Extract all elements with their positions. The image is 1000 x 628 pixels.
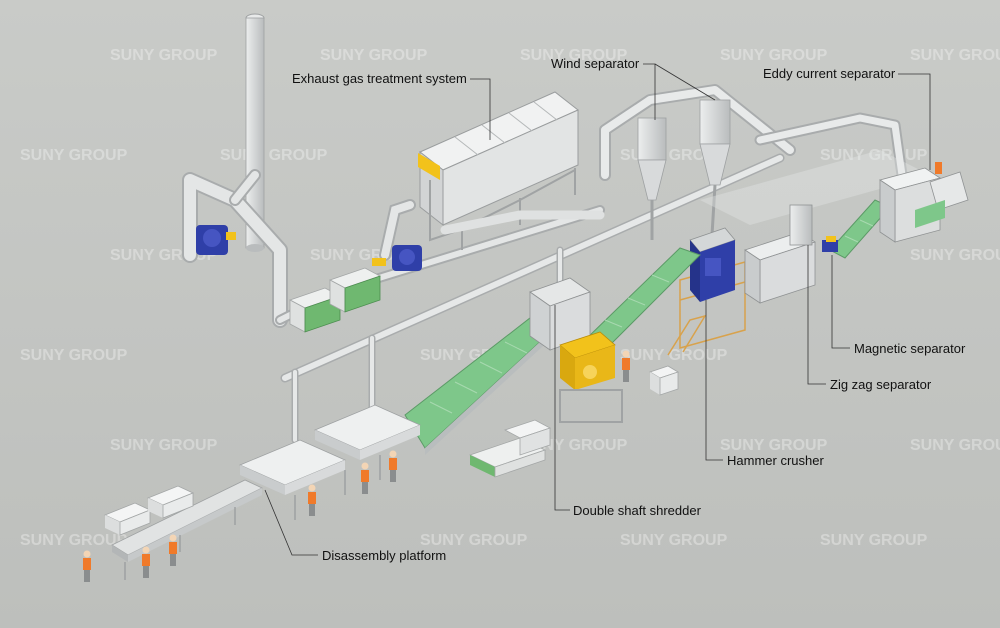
callout-labels: Exhaust gas treatment system Wind separa… <box>292 56 966 563</box>
worker <box>169 534 177 566</box>
leader-hammer <box>705 300 723 461</box>
chimney-stack <box>245 13 265 252</box>
watermark: SUNY GROUP <box>620 347 728 364</box>
eddy-current-separator <box>879 162 969 243</box>
label-eddy-current-separator: Eddy current separator <box>763 66 896 81</box>
watermark: SUNY GROUP <box>20 532 128 549</box>
exhaust-fan-mid <box>372 199 422 271</box>
watermark: SUNY GROUP <box>820 532 928 549</box>
activated-carbon-boxes <box>289 267 381 333</box>
watermark: SUNY GROUP <box>20 147 128 164</box>
watermark: SUNY GROUP <box>20 347 128 364</box>
double-shaft-shredder <box>529 277 623 423</box>
worker <box>361 462 369 494</box>
leader-lines <box>264 63 931 556</box>
watermark: SUNY GROUP <box>110 47 218 64</box>
disassembly-platform <box>238 404 422 520</box>
magnetic-separator <box>822 236 838 252</box>
leader-magnetic <box>831 255 850 349</box>
material-boxes <box>468 365 679 478</box>
leader-eddy <box>898 73 931 170</box>
label-wind-separator: Wind separator <box>551 56 640 71</box>
exhaust-fan-left <box>196 225 236 255</box>
label-double-shaft-shredder: Double shaft shredder <box>573 503 702 518</box>
worker <box>622 350 630 382</box>
eddy-duct <box>754 112 908 181</box>
watermark: SUNY GROUP <box>620 532 728 549</box>
overhead-suction-duct <box>280 153 785 444</box>
watermark: SUNY GROUP <box>720 47 828 64</box>
wind-separator <box>599 84 796 240</box>
glass-enclosure <box>700 150 930 225</box>
watermark: SUNY GROUP <box>910 47 1000 64</box>
watermark: SUNY GROUP <box>220 147 328 164</box>
watermark: SUNY GROUP <box>420 532 528 549</box>
watermark: SUNY GROUP <box>320 47 428 64</box>
disassembly-conveyor <box>111 479 263 580</box>
leader-shredder <box>554 305 570 511</box>
zig-zag-separator <box>744 204 816 304</box>
baghouse-filter <box>418 91 605 250</box>
leader-zigzag <box>807 245 826 385</box>
conveyor-to-crusher <box>584 247 701 351</box>
input-boxes <box>103 485 195 536</box>
leader-disassembly <box>264 489 318 556</box>
conveyor-main <box>404 317 556 455</box>
label-hammer-crusher: Hammer crusher <box>727 453 824 468</box>
workers <box>83 350 630 582</box>
leader-wind-2 <box>654 63 716 101</box>
label-magnetic-separator: Magnetic separator <box>854 341 966 356</box>
label-zig-zag-separator: Zig zag separator <box>830 377 932 392</box>
watermark: SUNY GROUP <box>910 437 1000 454</box>
leader-exhaust <box>470 78 491 140</box>
label-disassembly-platform: Disassembly platform <box>322 548 446 563</box>
watermark: SUNY GROUP <box>720 437 828 454</box>
label-exhaust-gas-treatment: Exhaust gas treatment system <box>292 71 467 86</box>
worker <box>142 546 150 578</box>
worker <box>389 450 397 482</box>
worker <box>83 550 91 582</box>
worker <box>308 484 316 516</box>
watermark: SUNY GROUP <box>110 437 218 454</box>
watermark: SUNY GROUP <box>910 247 1000 264</box>
watermark: SUNY GROUP <box>520 47 628 64</box>
